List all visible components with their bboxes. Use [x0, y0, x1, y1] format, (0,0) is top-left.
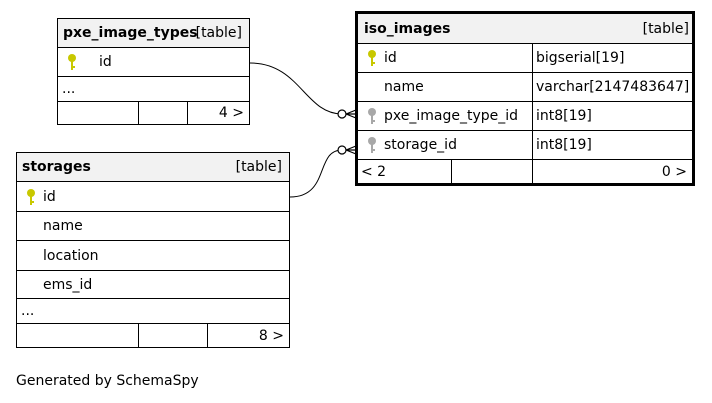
column-name: location — [43, 247, 99, 264]
column-row[interactable]: pxe_image_type_id int8[19] — [358, 102, 692, 131]
column-name: id — [384, 50, 397, 66]
column-row[interactable]: id — [58, 48, 249, 77]
column-row[interactable]: id — [17, 182, 289, 212]
generated-by-label: Generated by SchemaSpy — [16, 373, 199, 389]
column-name: storage_id — [384, 137, 457, 153]
table-footer: 4 > — [58, 102, 249, 124]
children-count[interactable]: 0 > — [661, 163, 687, 180]
parents-count[interactable]: < 2 — [361, 163, 387, 180]
column-name: name — [384, 79, 424, 95]
table-title[interactable]: iso_images — [364, 20, 451, 37]
table-iso-images[interactable]: iso_images [table] id bigserial[19] name… — [355, 11, 695, 186]
primary-key-icon — [68, 54, 76, 70]
foreign-key-icon — [368, 108, 376, 124]
table-kind-label: [table] — [642, 20, 689, 37]
column-type: int8[19] — [536, 108, 592, 124]
column-row[interactable]: ems_id — [17, 271, 289, 299]
crowfoot-icon — [345, 145, 357, 155]
column-name: ems_id — [43, 276, 93, 293]
children-count[interactable]: 8 > — [258, 327, 284, 344]
primary-key-icon — [27, 188, 35, 205]
children-count[interactable]: 4 > — [218, 105, 244, 121]
column-row[interactable]: location — [17, 241, 289, 271]
primary-key-icon — [368, 50, 376, 66]
column-type: bigserial[19] — [536, 50, 625, 66]
table-title[interactable]: storages — [22, 159, 91, 175]
ellipsis: ... — [21, 303, 35, 319]
column-type: varchar[2147483647] — [536, 79, 690, 95]
more-columns-row: ... — [58, 77, 249, 102]
table-pxe-image-types[interactable]: pxe_image_types [table] id ... 4 > — [57, 18, 250, 125]
table-kind-label: [table] — [235, 159, 282, 175]
table-storages[interactable]: storages [table] id name location ems_id… — [16, 152, 290, 348]
table-title[interactable]: pxe_image_types — [63, 25, 198, 41]
crowfoot-icon — [345, 109, 357, 119]
ellipsis: ... — [62, 81, 76, 97]
column-row[interactable]: name varchar[2147483647] — [358, 73, 692, 102]
relationship-storages-to-iso-images — [289, 149, 356, 198]
column-name: pxe_image_type_id — [384, 108, 519, 124]
more-columns-row: ... — [17, 299, 289, 324]
table-kind-label: [table] — [195, 25, 242, 41]
column-row[interactable]: name — [17, 212, 289, 241]
table-footer: 8 > — [17, 324, 289, 347]
column-name: id — [43, 188, 56, 205]
foreign-key-icon — [368, 137, 376, 153]
relationship-pxe-image-types-to-iso-images — [249, 62, 356, 115]
column-type: int8[19] — [536, 137, 592, 153]
relationship-end-circle — [337, 109, 347, 119]
column-name: name — [43, 218, 83, 234]
table-footer: < 2 0 > — [358, 160, 692, 183]
column-row[interactable]: id bigserial[19] — [358, 44, 692, 73]
table-header: storages [table] — [17, 153, 289, 182]
table-header: pxe_image_types [table] — [58, 19, 249, 48]
table-header: iso_images [table] — [358, 14, 692, 44]
column-name: id — [99, 54, 112, 70]
column-row[interactable]: storage_id int8[19] — [358, 131, 692, 160]
relationship-end-circle — [337, 145, 347, 155]
